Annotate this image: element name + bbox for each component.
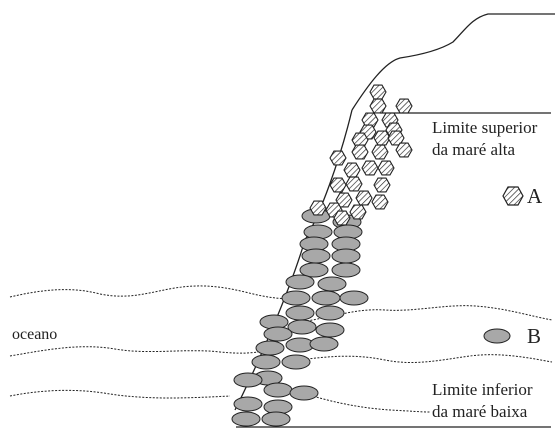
organism-b-ellipse [231,411,261,427]
organism-a-hexagon [371,144,389,160]
organism-a-hexagon [395,142,413,158]
organism-a-hexagon [351,144,369,160]
organism-a-hexagon [373,130,391,146]
wave-line-4 [299,354,553,364]
organism-a-hexagon [377,160,395,176]
lower-limit-line2: da maré baixa [432,402,528,421]
organism-a-hexagon [355,190,373,206]
hexagon-hatched-icon [502,186,524,206]
organism-b-ellipse [299,262,329,278]
grey-ellipse-icon [483,328,511,344]
organism-b-ellipse [285,305,315,321]
wave-line-2 [299,305,553,323]
organism-a-hexagon [361,160,379,176]
cliff-top-outline [351,13,555,111]
organism-b-ellipse [317,276,347,292]
legend-b: B [483,324,541,348]
organism-b-ellipse [251,354,281,370]
legend-a-label: A [527,184,543,208]
wave-line-5 [9,389,231,399]
ocean-label: oceano [12,326,57,343]
wave-line-3 [9,346,259,357]
organism-b-ellipse [263,326,293,342]
organism-a-hexagon [343,162,361,178]
organism-b-ellipse [331,248,361,264]
organism-b-ellipse [255,340,285,356]
upper-limit-line1: Limite superior [432,118,538,137]
organism-b-ellipse [289,385,319,401]
organism-b-ellipse [315,322,345,338]
organism-a-hexagon [329,177,347,193]
organism-b-ellipse [281,354,311,370]
organism-b-ellipse [287,319,317,335]
organism-a-hexagon [369,84,387,100]
organism-a-hexagon [345,176,363,192]
organism-b-ellipse [339,290,369,306]
organism-a-hexagon [369,98,387,114]
organism-a-hexagon [395,98,413,114]
lower-limit-line1: Limite inferior [432,380,533,399]
organism-b-ellipse [233,396,263,412]
organism-b-ellipse [263,382,293,398]
organism-b-ellipse [285,274,315,290]
upper-limit-line2: da maré alta [432,140,516,159]
organism-b-ellipse [309,336,339,352]
organism-b-ellipse [311,290,341,306]
organism-b-ellipse [281,290,311,306]
legend-b-label: B [527,324,541,348]
organism-a-hexagon [329,150,347,166]
organism-a-hexagon [333,210,351,226]
organism-b-ellipse [331,262,361,278]
organism-b-ellipse [315,305,345,321]
organism-b-ellipse [233,372,263,388]
organism-a-hexagon [361,112,379,128]
wave-line-6 [299,391,431,413]
organism-a-hexagon [373,177,391,193]
legend-a: A [502,184,543,208]
ocean-waves [9,285,553,413]
organism-b-ellipse [301,248,331,264]
organism-a-hexagon [335,192,353,208]
organism-a-hexagon [349,204,367,220]
organism-b-ellipse [261,411,291,427]
organisms-layer [231,84,413,427]
wave-line-1 [9,285,301,300]
organism-a-hexagon [309,200,327,216]
organism-a-hexagon [371,194,389,210]
